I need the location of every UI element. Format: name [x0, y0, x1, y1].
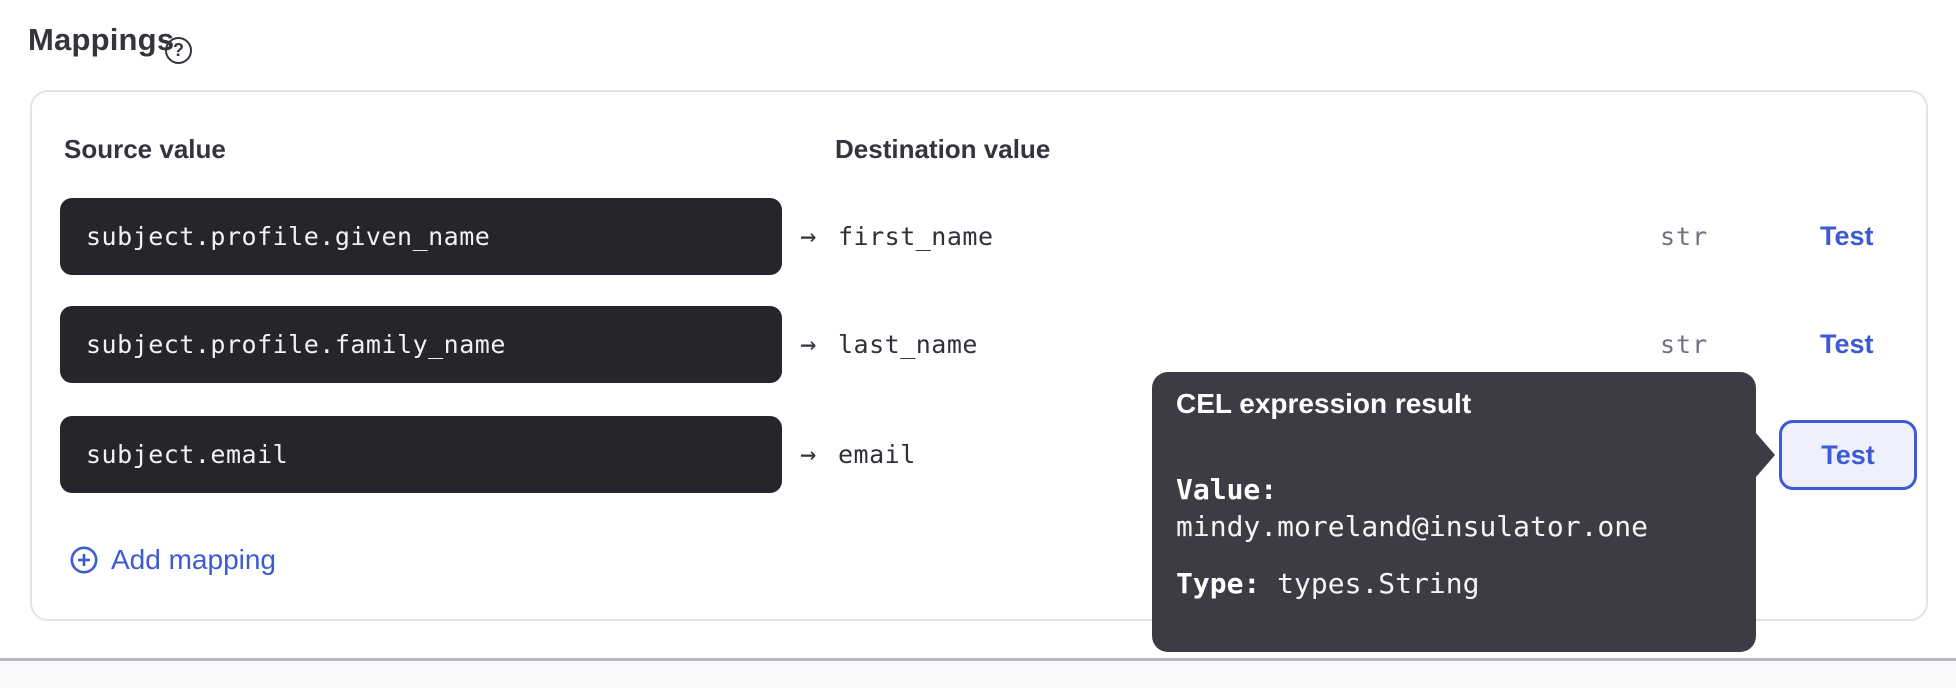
destination-value-text: first_name	[838, 222, 994, 251]
tooltip-arrow	[1756, 433, 1775, 477]
arrow-right-icon: →	[800, 439, 817, 470]
arrow-right-icon: →	[800, 221, 817, 252]
source-value-text: subject.profile.given_name	[86, 222, 491, 251]
footer-strip	[0, 661, 1956, 688]
arrow-right-icon: →	[800, 329, 817, 360]
tooltip-type-label: Type:	[1176, 567, 1261, 600]
source-value-input[interactable]: subject.profile.given_name	[60, 198, 782, 275]
tooltip-type-row: Type: types.String	[1176, 566, 1479, 602]
source-column-header: Source value	[64, 134, 226, 164]
plus-circle-icon	[70, 546, 98, 574]
tooltip-type-spacer	[1260, 567, 1277, 600]
tooltip-type-value: types.String	[1277, 567, 1480, 600]
destination-column-header: Destination value	[835, 134, 1051, 164]
mapping-row: subject.email → email Test	[32, 416, 1926, 493]
tooltip-title: CEL expression result	[1176, 388, 1472, 419]
test-button-focused[interactable]: Test	[1779, 420, 1917, 490]
source-value-input[interactable]: subject.profile.family_name	[60, 306, 782, 383]
destination-value-text: email	[838, 440, 916, 469]
type-badge: str	[1660, 222, 1709, 251]
source-value-text: subject.profile.family_name	[86, 330, 506, 359]
test-link[interactable]: Test	[1820, 221, 1874, 251]
mappings-card: Source value Destination value subject.p…	[30, 90, 1928, 621]
section-divider	[0, 658, 1956, 661]
add-mapping-button[interactable]: Add mapping	[70, 544, 276, 576]
mapping-row: subject.profile.given_name → first_name …	[32, 198, 1926, 275]
source-value-text: subject.email	[86, 440, 289, 469]
cel-result-tooltip: CEL expression result Value: mindy.morel…	[1152, 372, 1775, 652]
test-link[interactable]: Test	[1820, 329, 1874, 359]
mapping-row: subject.profile.family_name → last_name …	[32, 306, 1926, 383]
type-badge: str	[1660, 330, 1709, 359]
help-icon-glyph: ?	[173, 40, 184, 60]
tooltip-value-label: Value:	[1176, 473, 1278, 506]
source-value-input[interactable]: subject.email	[60, 416, 782, 493]
page-title: Mappings	[28, 22, 175, 57]
tooltip-value: mindy.moreland@insulator.one	[1176, 510, 1649, 543]
add-mapping-label: Add mapping	[111, 544, 277, 575]
help-icon[interactable]: ?	[165, 37, 192, 64]
destination-value-text: last_name	[838, 330, 978, 359]
